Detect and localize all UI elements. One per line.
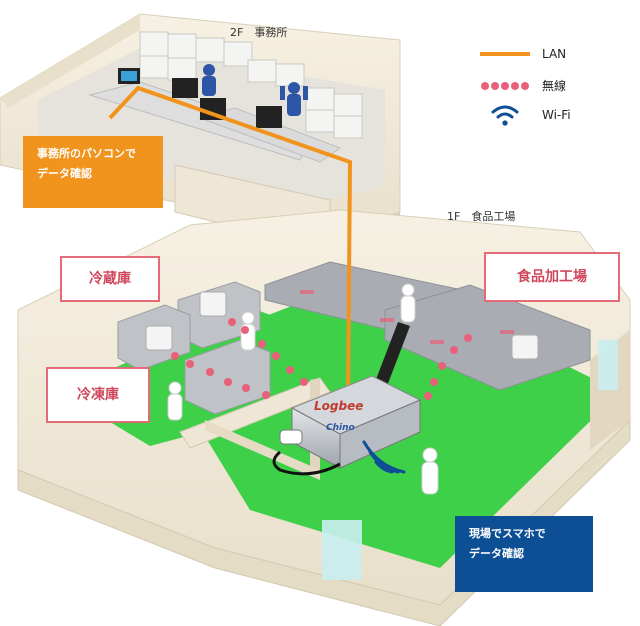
floor-label-1f: 1F 食品工場 bbox=[447, 210, 516, 223]
room-label-cold-storage: 冷蔵庫 bbox=[60, 256, 160, 302]
callout-field-line-2: データ確認 bbox=[469, 547, 524, 560]
logbee-gateway: Logbee Chino bbox=[272, 322, 422, 476]
room-label-food-processing: 食品加工場 bbox=[484, 252, 620, 302]
callout-office-pc: 事務所のパソコンで データ確認 bbox=[23, 136, 163, 208]
callout-field-line-1: 現場でスマホで bbox=[469, 527, 546, 540]
wireless-dots-icon bbox=[480, 81, 530, 91]
device-sub-brand: Chino bbox=[326, 423, 355, 433]
lan-line-icon bbox=[480, 51, 530, 57]
wifi-icon bbox=[480, 103, 530, 127]
wifi-waves-icon bbox=[362, 440, 406, 474]
legend-item-wifi: Wi-Fi bbox=[480, 103, 571, 127]
callout-field-smartphone: 現場でスマホで データ確認 bbox=[455, 516, 593, 592]
lan-cable bbox=[108, 85, 353, 401]
legend-label-wifi: Wi-Fi bbox=[542, 108, 571, 122]
legend-item-wireless: 無線 bbox=[480, 77, 566, 94]
legend-item-lan: LAN bbox=[480, 47, 566, 61]
device-brand: Logbee bbox=[314, 399, 363, 413]
sensor-unit bbox=[145, 291, 539, 360]
floor-label-2f: 2F 事務所 bbox=[230, 26, 288, 39]
callout-office-line-2: データ確認 bbox=[37, 167, 92, 180]
wireless-dots bbox=[171, 318, 472, 400]
callout-office-line-1: 事務所のパソコンで bbox=[37, 147, 136, 160]
room-label-freezer: 冷凍庫 bbox=[46, 367, 150, 423]
legend-label-wireless: 無線 bbox=[542, 79, 567, 93]
legend-label-lan: LAN bbox=[542, 47, 567, 61]
